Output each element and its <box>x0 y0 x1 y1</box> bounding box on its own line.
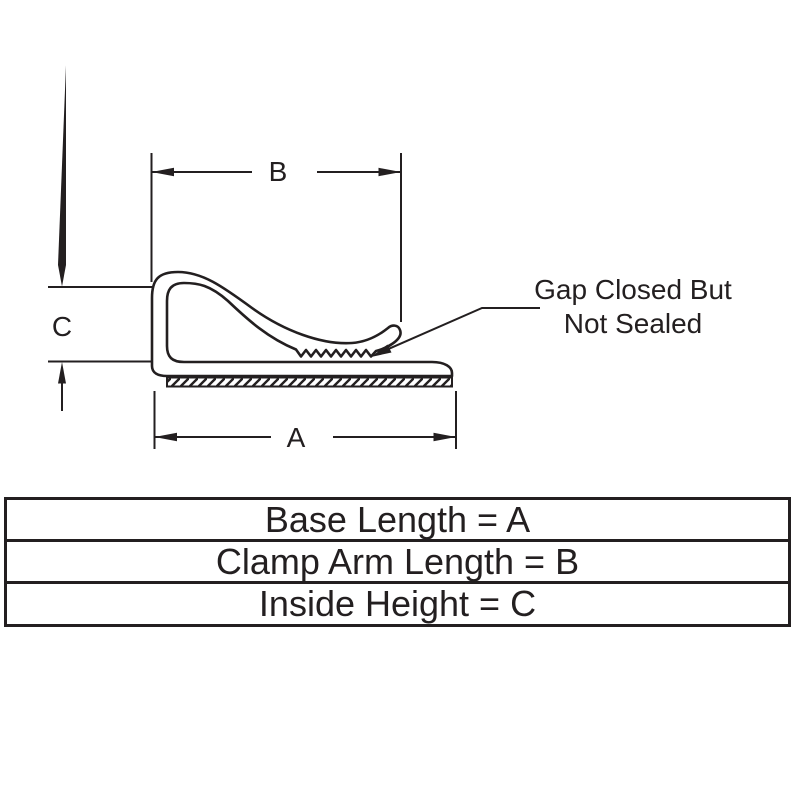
gap-leader-line <box>376 307 540 355</box>
dimension-b <box>150 153 402 322</box>
dim-b-arrow-left <box>151 167 174 177</box>
clamp-body <box>150 270 454 388</box>
clamp-outline <box>150 270 454 378</box>
adhesive-tape-hatch <box>166 376 453 388</box>
dim-c-arrow-down <box>58 65 66 287</box>
spec-row-inside-height: Inside Height = C <box>7 584 788 624</box>
dimension-c <box>48 65 154 411</box>
dim-a-arrow-right <box>433 432 456 442</box>
dimension-a <box>153 391 457 449</box>
spec-row-clamp-arm-length: Clamp Arm Length = B <box>7 542 788 584</box>
spec-row-base-length: Base Length = A <box>7 500 788 542</box>
gap-note-line2: Not Sealed <box>564 308 703 339</box>
gap-note-line1: Gap Closed But <box>534 274 732 305</box>
dim-a-arrow-left <box>154 432 177 442</box>
spec-table: Base Length = A Clamp Arm Length = B Ins… <box>4 497 791 627</box>
gap-annotation: Gap Closed But Not Sealed <box>371 274 732 357</box>
dim-c-label: C <box>52 311 72 342</box>
gap-leader-arrow <box>371 344 392 357</box>
dim-a-label: A <box>287 422 306 453</box>
dim-c-arrow-up <box>58 362 66 384</box>
dim-b-label: B <box>269 156 288 187</box>
dim-b-arrow-right <box>378 167 401 177</box>
